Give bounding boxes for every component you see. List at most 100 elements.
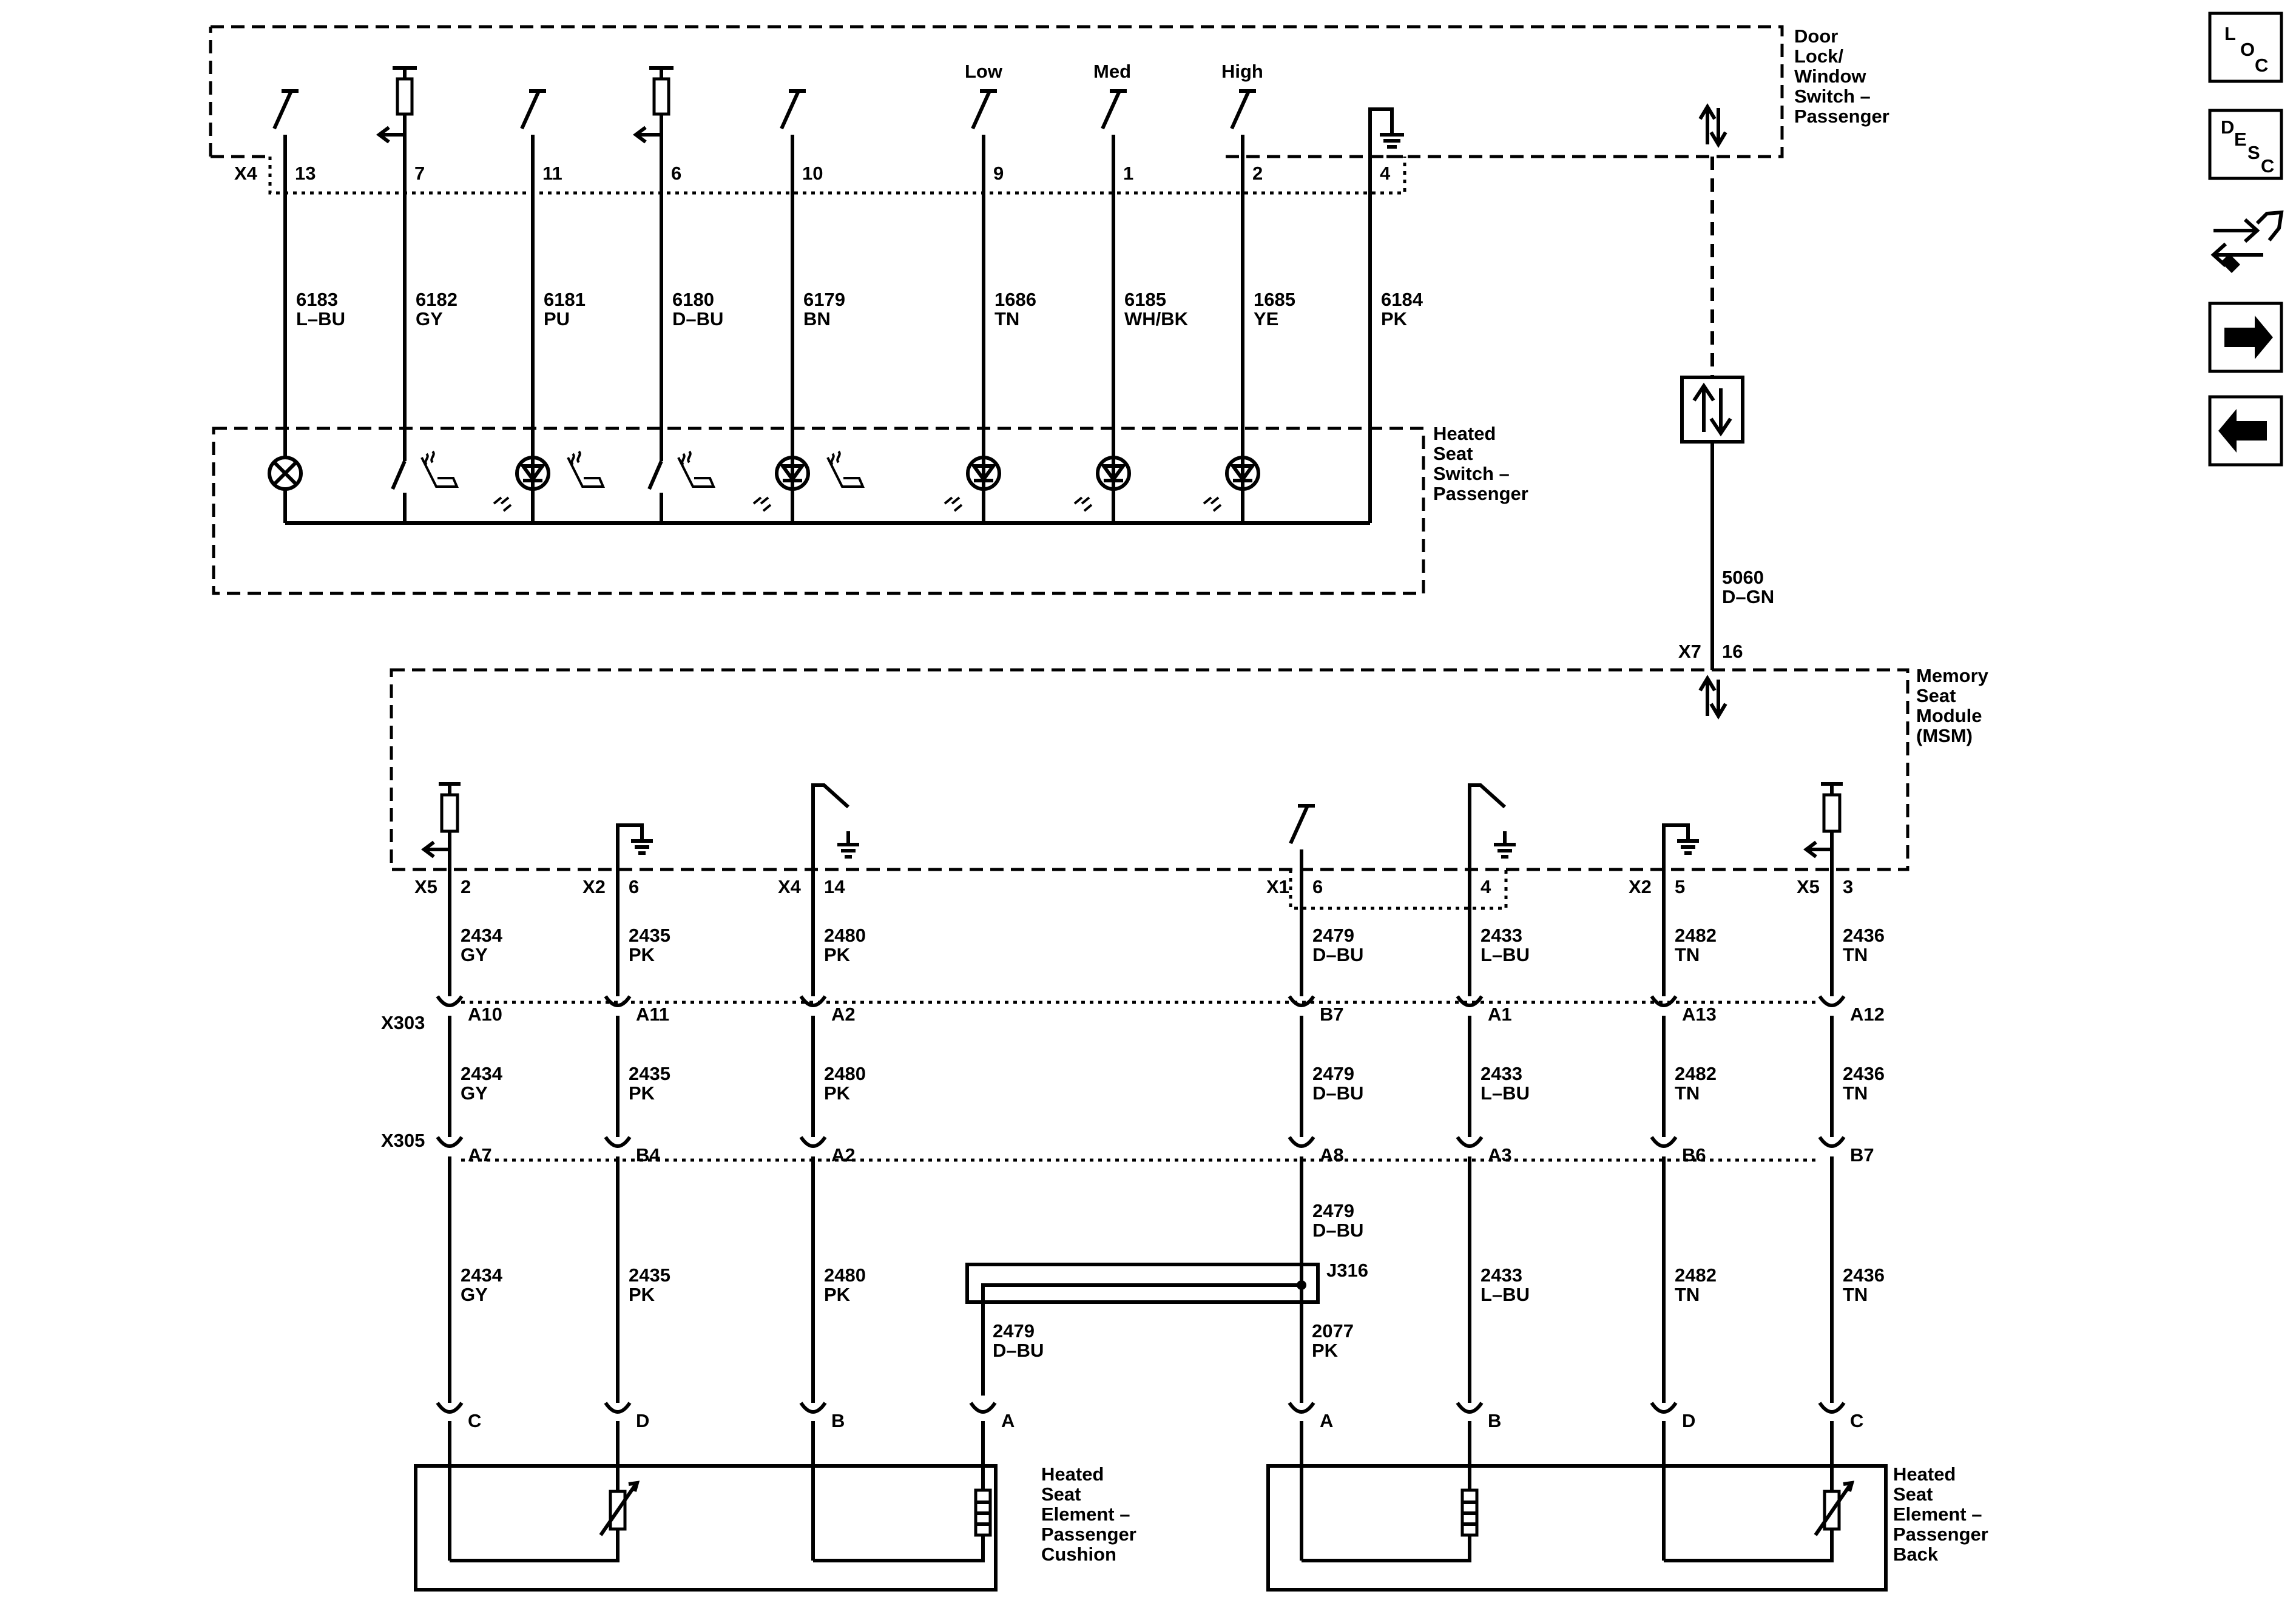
upper-color-1685: YE (1254, 308, 1278, 329)
switch-level-high: High (1221, 61, 1263, 82)
connector-pin-A7: A7 (468, 1144, 492, 1166)
wire-color-2480: PK (824, 1082, 851, 1104)
upper-color-6179: BN (803, 308, 831, 329)
connector-pin-A2: A2 (831, 1004, 856, 1025)
wire-circuit-2433: 2433 (1481, 925, 1522, 946)
upper-circuit-6179: 6179 (803, 289, 845, 310)
wire-circuit-2482: 2482 (1675, 1063, 1717, 1084)
upper-circuit-6182: 6182 (416, 289, 458, 310)
serial-pin-label: 16 (1722, 641, 1743, 662)
connector-pin-A10: A10 (468, 1004, 502, 1025)
connector-pin-A1: A1 (1488, 1004, 1512, 1025)
svg-text:D: D (2221, 116, 2234, 138)
upper-color-6180: D–BU (672, 308, 723, 329)
wire-color-2433: L–BU (1481, 1284, 1530, 1305)
serial-circuit-number: 5060 (1722, 567, 1764, 588)
connector-pin-A12: A12 (1850, 1004, 1885, 1025)
splice-branch-circuit: 2479 (993, 1320, 1035, 1342)
switch-level-low: Low (965, 61, 1003, 82)
right-arrow-icon (2224, 316, 2273, 359)
serial-connector-label: X7 (1678, 641, 1701, 662)
wire-circuit-2480: 2480 (824, 1063, 866, 1084)
upper-color-6184: PK (1381, 308, 1408, 329)
wire-circuit-2436: 2436 (1843, 1264, 1885, 1286)
next-page-button[interactable] (2208, 302, 2283, 373)
loc-button[interactable]: L O C (2208, 12, 2283, 83)
splice-branch-color: D–BU (993, 1340, 1044, 1361)
wire-color-2436: TN (1843, 1082, 1868, 1104)
connector-pin-A11: A11 (636, 1004, 669, 1025)
wire-circuit-2433: 2433 (1481, 1063, 1522, 1084)
wire-circuit-2479: 2479 (1312, 1063, 1354, 1084)
wire-color-2482: TN (1675, 944, 1700, 965)
svg-text:D–BU: D–BU (1312, 1220, 1363, 1241)
connector-pin-D: D (1682, 1410, 1695, 1431)
svg-text:2479: 2479 (1312, 1200, 1354, 1221)
msm-pin-5: 5 (1675, 876, 1685, 897)
upper-color-6182: GY (416, 308, 443, 329)
connector-pin-C: C (468, 1410, 481, 1431)
upper-circuit-1685: 1685 (1254, 289, 1295, 310)
svg-text:S: S (2247, 142, 2260, 163)
wire-color-2434: GY (461, 944, 488, 965)
msm-connector-X2: X2 (1629, 876, 1652, 897)
switch-level-med: Med (1093, 61, 1131, 82)
wire-color-2479: D–BU (1312, 944, 1363, 965)
msm-connector-X1: X1 (1266, 876, 1289, 897)
msm-connector-X4: X4 (778, 876, 802, 897)
connector-end-view-button[interactable] (2210, 210, 2284, 273)
msm-connector-X5: X5 (1797, 876, 1820, 897)
msm-connector-X5: X5 (414, 876, 437, 897)
wire-circuit-2480: 2480 (824, 1264, 866, 1286)
seat-heater-icon (677, 450, 716, 488)
upper-circuit-6185: 6185 (1124, 289, 1166, 310)
wire-circuit-2435: 2435 (629, 925, 670, 946)
msm-pin-6: 6 (1312, 876, 1323, 897)
wire-color-2480: PK (824, 944, 851, 965)
svg-text:A: A (1001, 1410, 1015, 1431)
upper-pin-11: 11 (542, 163, 562, 184)
bidirectional-arrow-icon (1698, 103, 1727, 148)
connector-pin-A: A (1320, 1410, 1333, 1431)
connector-pin-B: B (1488, 1410, 1501, 1431)
upper-wire-group: 136183L–BU76182GY116181PU66180D–BU106179… (268, 66, 1423, 523)
upper-pin-9: 9 (993, 163, 1004, 184)
upper-pin-6: 6 (671, 163, 681, 184)
msm-connector-X2: X2 (582, 876, 606, 897)
wire-circuit-2434: 2434 (461, 1063, 503, 1084)
x303-label: X303 (381, 1012, 425, 1033)
svg-text:C: C (2261, 155, 2274, 177)
svg-text:L: L (2224, 23, 2236, 44)
connector-pin-A2: A2 (831, 1144, 856, 1166)
connector-pin-B7: B7 (1320, 1004, 1344, 1025)
upper-color-1686: TN (994, 308, 1019, 329)
upper-circuit-1686: 1686 (994, 289, 1036, 310)
upper-circuit-6181: 6181 (544, 289, 586, 310)
wire-circuit-2433: 2433 (1481, 1264, 1522, 1286)
desc-button[interactable]: D E S C (2208, 109, 2283, 180)
upper-pin-7: 7 (414, 163, 425, 184)
upper-color-6183: L–BU (296, 308, 345, 329)
connector-pin-B6: B6 (1682, 1144, 1706, 1166)
upper-pin-1: 1 (1123, 163, 1133, 184)
previous-page-button[interactable] (2208, 395, 2283, 467)
